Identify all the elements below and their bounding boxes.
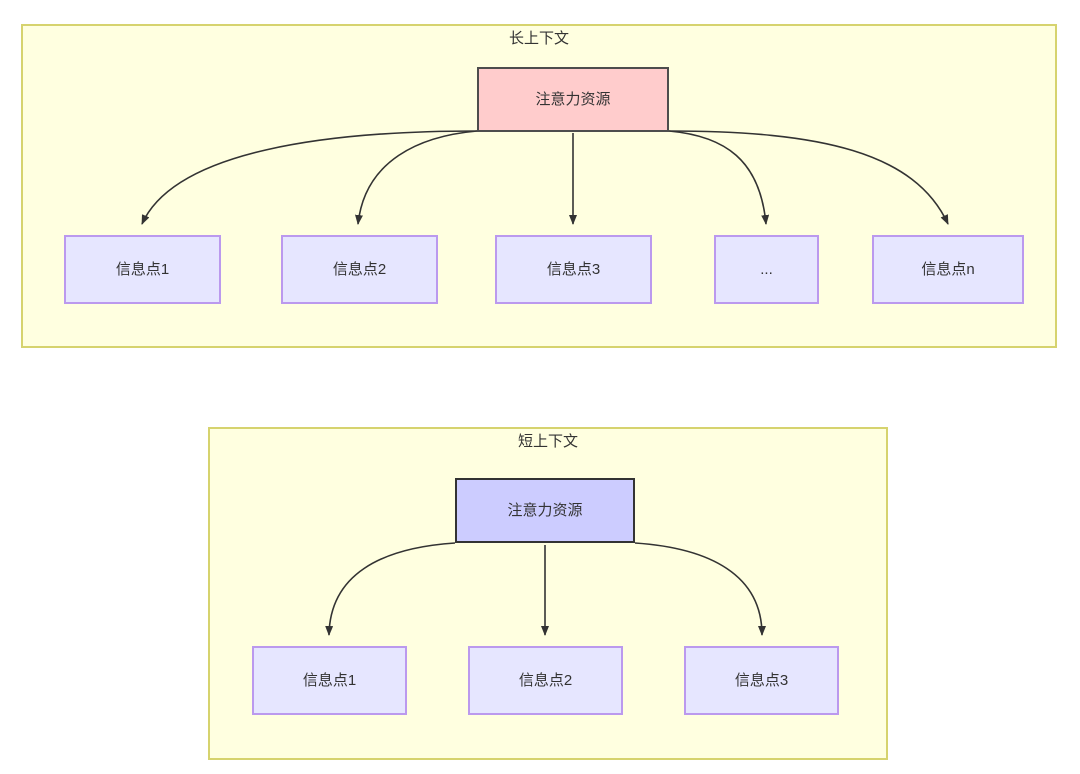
- node-short-root-label: 注意力资源: [507, 502, 583, 519]
- node-short-leaf-3[interactable]: 信息点3: [684, 646, 839, 715]
- node-long-leaf-1[interactable]: 信息点1: [64, 235, 221, 304]
- node-long-leaf-ellipsis-label: ...: [760, 261, 773, 278]
- node-long-root-label: 注意力资源: [535, 91, 611, 108]
- node-short-leaf-2-label: 信息点2: [518, 672, 573, 689]
- node-long-leaf-2[interactable]: 信息点2: [281, 235, 438, 304]
- node-long-leaf-3[interactable]: 信息点3: [495, 235, 652, 304]
- group-long-context-title: 长上下文: [508, 30, 569, 47]
- node-short-leaf-3-label: 信息点3: [734, 672, 789, 689]
- node-short-leaf-1[interactable]: 信息点1: [252, 646, 407, 715]
- node-short-leaf-2[interactable]: 信息点2: [468, 646, 623, 715]
- node-long-leaf-1-label: 信息点1: [115, 261, 170, 278]
- group-short-context-title: 短上下文: [517, 433, 578, 450]
- node-long-leaf-n[interactable]: 信息点n: [872, 235, 1024, 304]
- node-long-leaf-n-label: 信息点n: [921, 261, 975, 278]
- node-long-root[interactable]: 注意力资源: [477, 67, 669, 132]
- node-long-leaf-3-label: 信息点3: [546, 261, 601, 278]
- node-short-leaf-1-label: 信息点1: [302, 672, 357, 689]
- node-long-leaf-ellipsis[interactable]: ...: [714, 235, 819, 304]
- node-short-root[interactable]: 注意力资源: [455, 478, 635, 543]
- node-long-leaf-2-label: 信息点2: [332, 261, 387, 278]
